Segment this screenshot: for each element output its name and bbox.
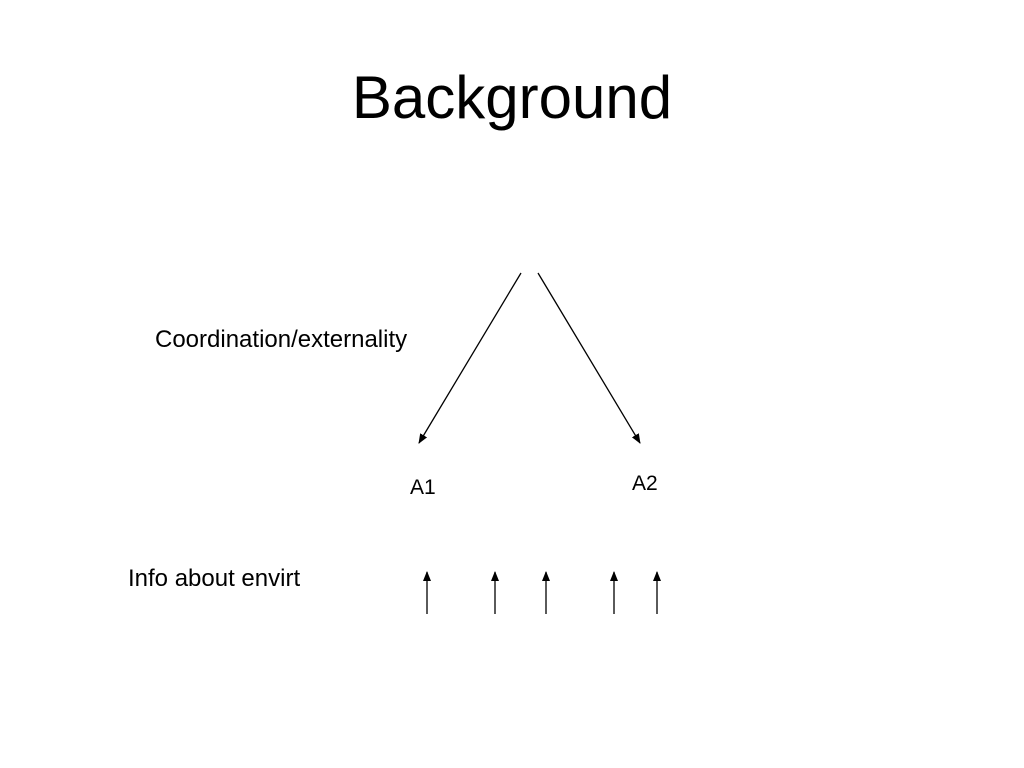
- edge-label-coordination: Coordination/externality: [155, 326, 408, 353]
- arrow-to-a1: [418, 272, 522, 444]
- info-label: Info about envirt: [128, 565, 301, 592]
- node-a1: A1: [410, 476, 436, 499]
- node-a2: A2: [632, 472, 658, 495]
- slide-title: Background: [351, 64, 673, 131]
- arrow-to-a2: [537, 272, 641, 444]
- info-arrows: [423, 571, 661, 614]
